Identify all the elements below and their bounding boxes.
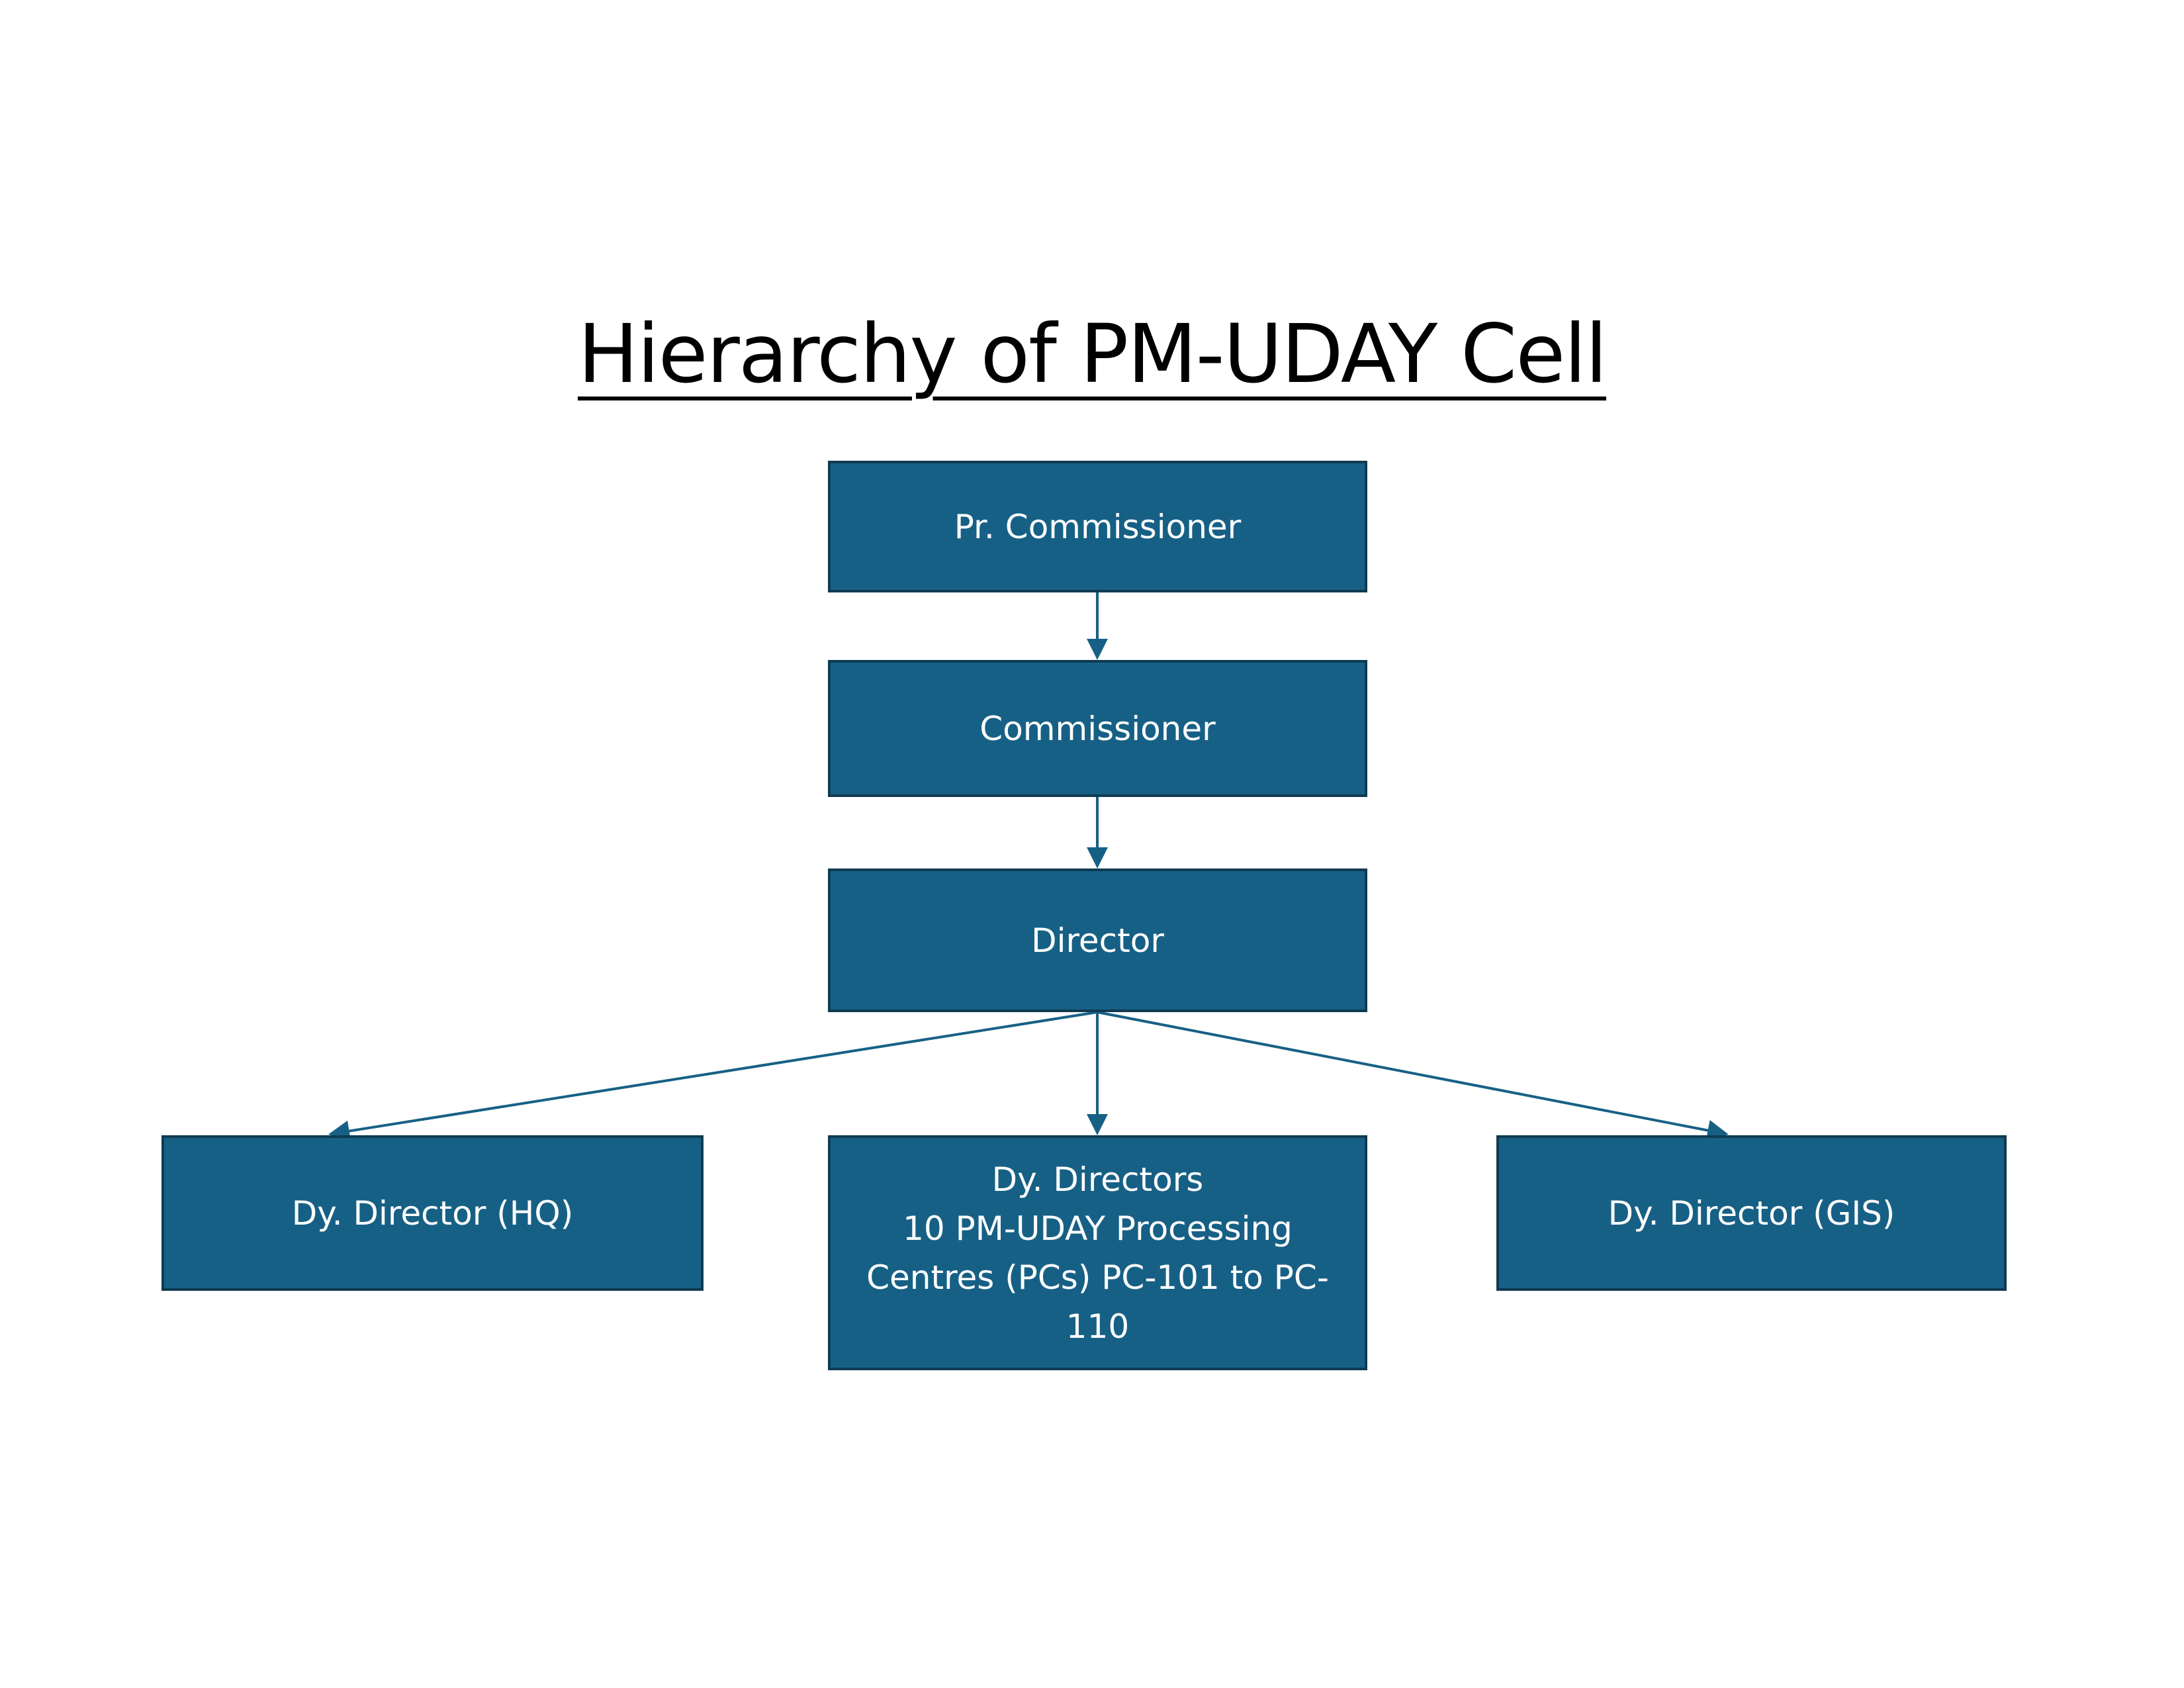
- node-label: Dy. Directors 10 PM-UDAY Processing Cent…: [866, 1160, 1329, 1346]
- connector-director-to-dy-director-hq: [328, 1011, 1098, 1142]
- node-label: Commissioner: [979, 709, 1216, 748]
- node-dy-directors-processing-centres: Dy. Directors 10 PM-UDAY Processing Cent…: [828, 1135, 1367, 1370]
- diagram-title-text: Hierarchy of PM-UDAY Cell: [577, 307, 1608, 401]
- diagram-title: Hierarchy of PM-UDAY Cell: [0, 305, 2184, 404]
- node-pr-commissioner: Pr. Commissioner: [828, 461, 1367, 592]
- node-dy-director-gis: Dy. Director (GIS): [1496, 1135, 2007, 1291]
- node-dy-director-hq: Dy. Director (HQ): [161, 1135, 704, 1291]
- node-label: Pr. Commissioner: [954, 507, 1242, 546]
- node-label: Director: [1031, 921, 1164, 960]
- node-label: Dy. Director (GIS): [1608, 1194, 1895, 1233]
- node-label: Dy. Director (HQ): [291, 1194, 574, 1233]
- node-commissioner: Commissioner: [828, 660, 1367, 797]
- connector-director-to-dy-director-gis: [1097, 1011, 1729, 1141]
- node-director: Director: [828, 868, 1367, 1012]
